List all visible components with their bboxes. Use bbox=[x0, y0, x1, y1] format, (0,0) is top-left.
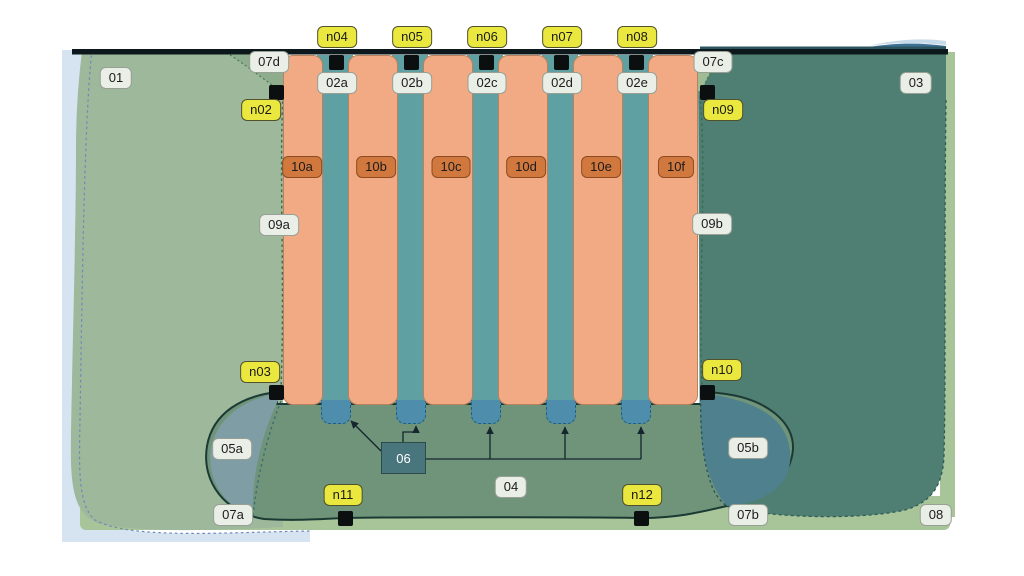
label-node-n12: n12 bbox=[622, 484, 662, 506]
gate-stub-02c bbox=[471, 400, 501, 424]
pier-10f bbox=[648, 55, 698, 405]
label-node-n03: n03 bbox=[240, 361, 280, 383]
label-node-n04: n04 bbox=[317, 26, 357, 48]
node-n11 bbox=[338, 511, 353, 526]
node-n02 bbox=[269, 85, 284, 100]
channel-02b bbox=[392, 55, 428, 403]
label-node-n09: n09 bbox=[703, 99, 743, 121]
node-n03 bbox=[269, 385, 284, 400]
region-03-area bbox=[698, 52, 946, 517]
gate-stub-02a bbox=[321, 400, 351, 424]
node-n12 bbox=[634, 511, 649, 526]
control-box-06-label: 06 bbox=[396, 450, 411, 466]
control-box-06: 06 bbox=[381, 442, 426, 474]
channel-02e bbox=[617, 55, 653, 403]
label-channel-02c: 02c bbox=[467, 72, 507, 94]
label-region-08: 08 bbox=[919, 504, 953, 526]
label-pier-10c: 10c bbox=[431, 156, 471, 178]
label-pier-10d: 10d bbox=[506, 156, 546, 178]
label-node-n02: n02 bbox=[241, 99, 281, 121]
node-n07 bbox=[554, 55, 569, 70]
label-pier-10f: 10f bbox=[657, 156, 695, 178]
label-pier-10e: 10e bbox=[581, 156, 621, 178]
top-barrier-line bbox=[72, 49, 948, 55]
barrier-shadow-strip bbox=[700, 46, 946, 50]
water-sliver-top-right bbox=[868, 39, 946, 46]
node-n09 bbox=[700, 85, 715, 100]
pier-10e bbox=[573, 55, 623, 405]
region-05a-border-dashed bbox=[252, 395, 284, 517]
label-region-07d: 07d bbox=[249, 51, 289, 73]
pier-10b bbox=[348, 55, 398, 405]
label-region-07c: 07c bbox=[693, 51, 733, 73]
label-region-01: 01 bbox=[99, 67, 133, 89]
label-region-05b: 05b bbox=[728, 437, 768, 459]
node-n08 bbox=[629, 55, 644, 70]
label-channel-02e: 02e bbox=[617, 72, 657, 94]
label-pier-10a: 10a bbox=[282, 156, 322, 178]
label-node-n11: n11 bbox=[323, 484, 363, 506]
region-03-border-dashed bbox=[734, 99, 947, 518]
gate-stub-02b bbox=[396, 400, 426, 424]
label-region-05a: 05a bbox=[212, 438, 252, 460]
label-region-09a: 09a bbox=[259, 214, 299, 236]
gate-stub-02d bbox=[546, 400, 576, 424]
label-node-n08: n08 bbox=[617, 26, 657, 48]
channel-02c bbox=[467, 55, 503, 403]
label-region-09b: 09b bbox=[692, 213, 732, 235]
channel-02d bbox=[542, 55, 578, 403]
label-node-n05: n05 bbox=[392, 26, 432, 48]
label-pier-10b: 10b bbox=[356, 156, 396, 178]
channel-02a bbox=[317, 55, 353, 403]
waterline-dashed-left bbox=[78, 49, 311, 535]
label-node-n10: n10 bbox=[702, 359, 742, 381]
node-n04 bbox=[329, 55, 344, 70]
label-channel-02a: 02a bbox=[317, 72, 357, 94]
label-region-04: 04 bbox=[494, 476, 528, 498]
label-node-n06: n06 bbox=[467, 26, 507, 48]
label-region-03: 03 bbox=[899, 72, 933, 94]
label-node-n07: n07 bbox=[542, 26, 582, 48]
label-channel-02b: 02b bbox=[392, 72, 432, 94]
node-n10 bbox=[700, 385, 715, 400]
label-region-07b: 07b bbox=[728, 504, 768, 526]
label-region-07a: 07a bbox=[213, 504, 253, 526]
gate-stub-02e bbox=[621, 400, 651, 424]
region-05b-border-dashed bbox=[700, 392, 728, 507]
label-channel-02d: 02d bbox=[542, 72, 582, 94]
pier-10d bbox=[498, 55, 548, 405]
node-n05 bbox=[404, 55, 419, 70]
node-n06 bbox=[479, 55, 494, 70]
pier-10c bbox=[423, 55, 473, 405]
